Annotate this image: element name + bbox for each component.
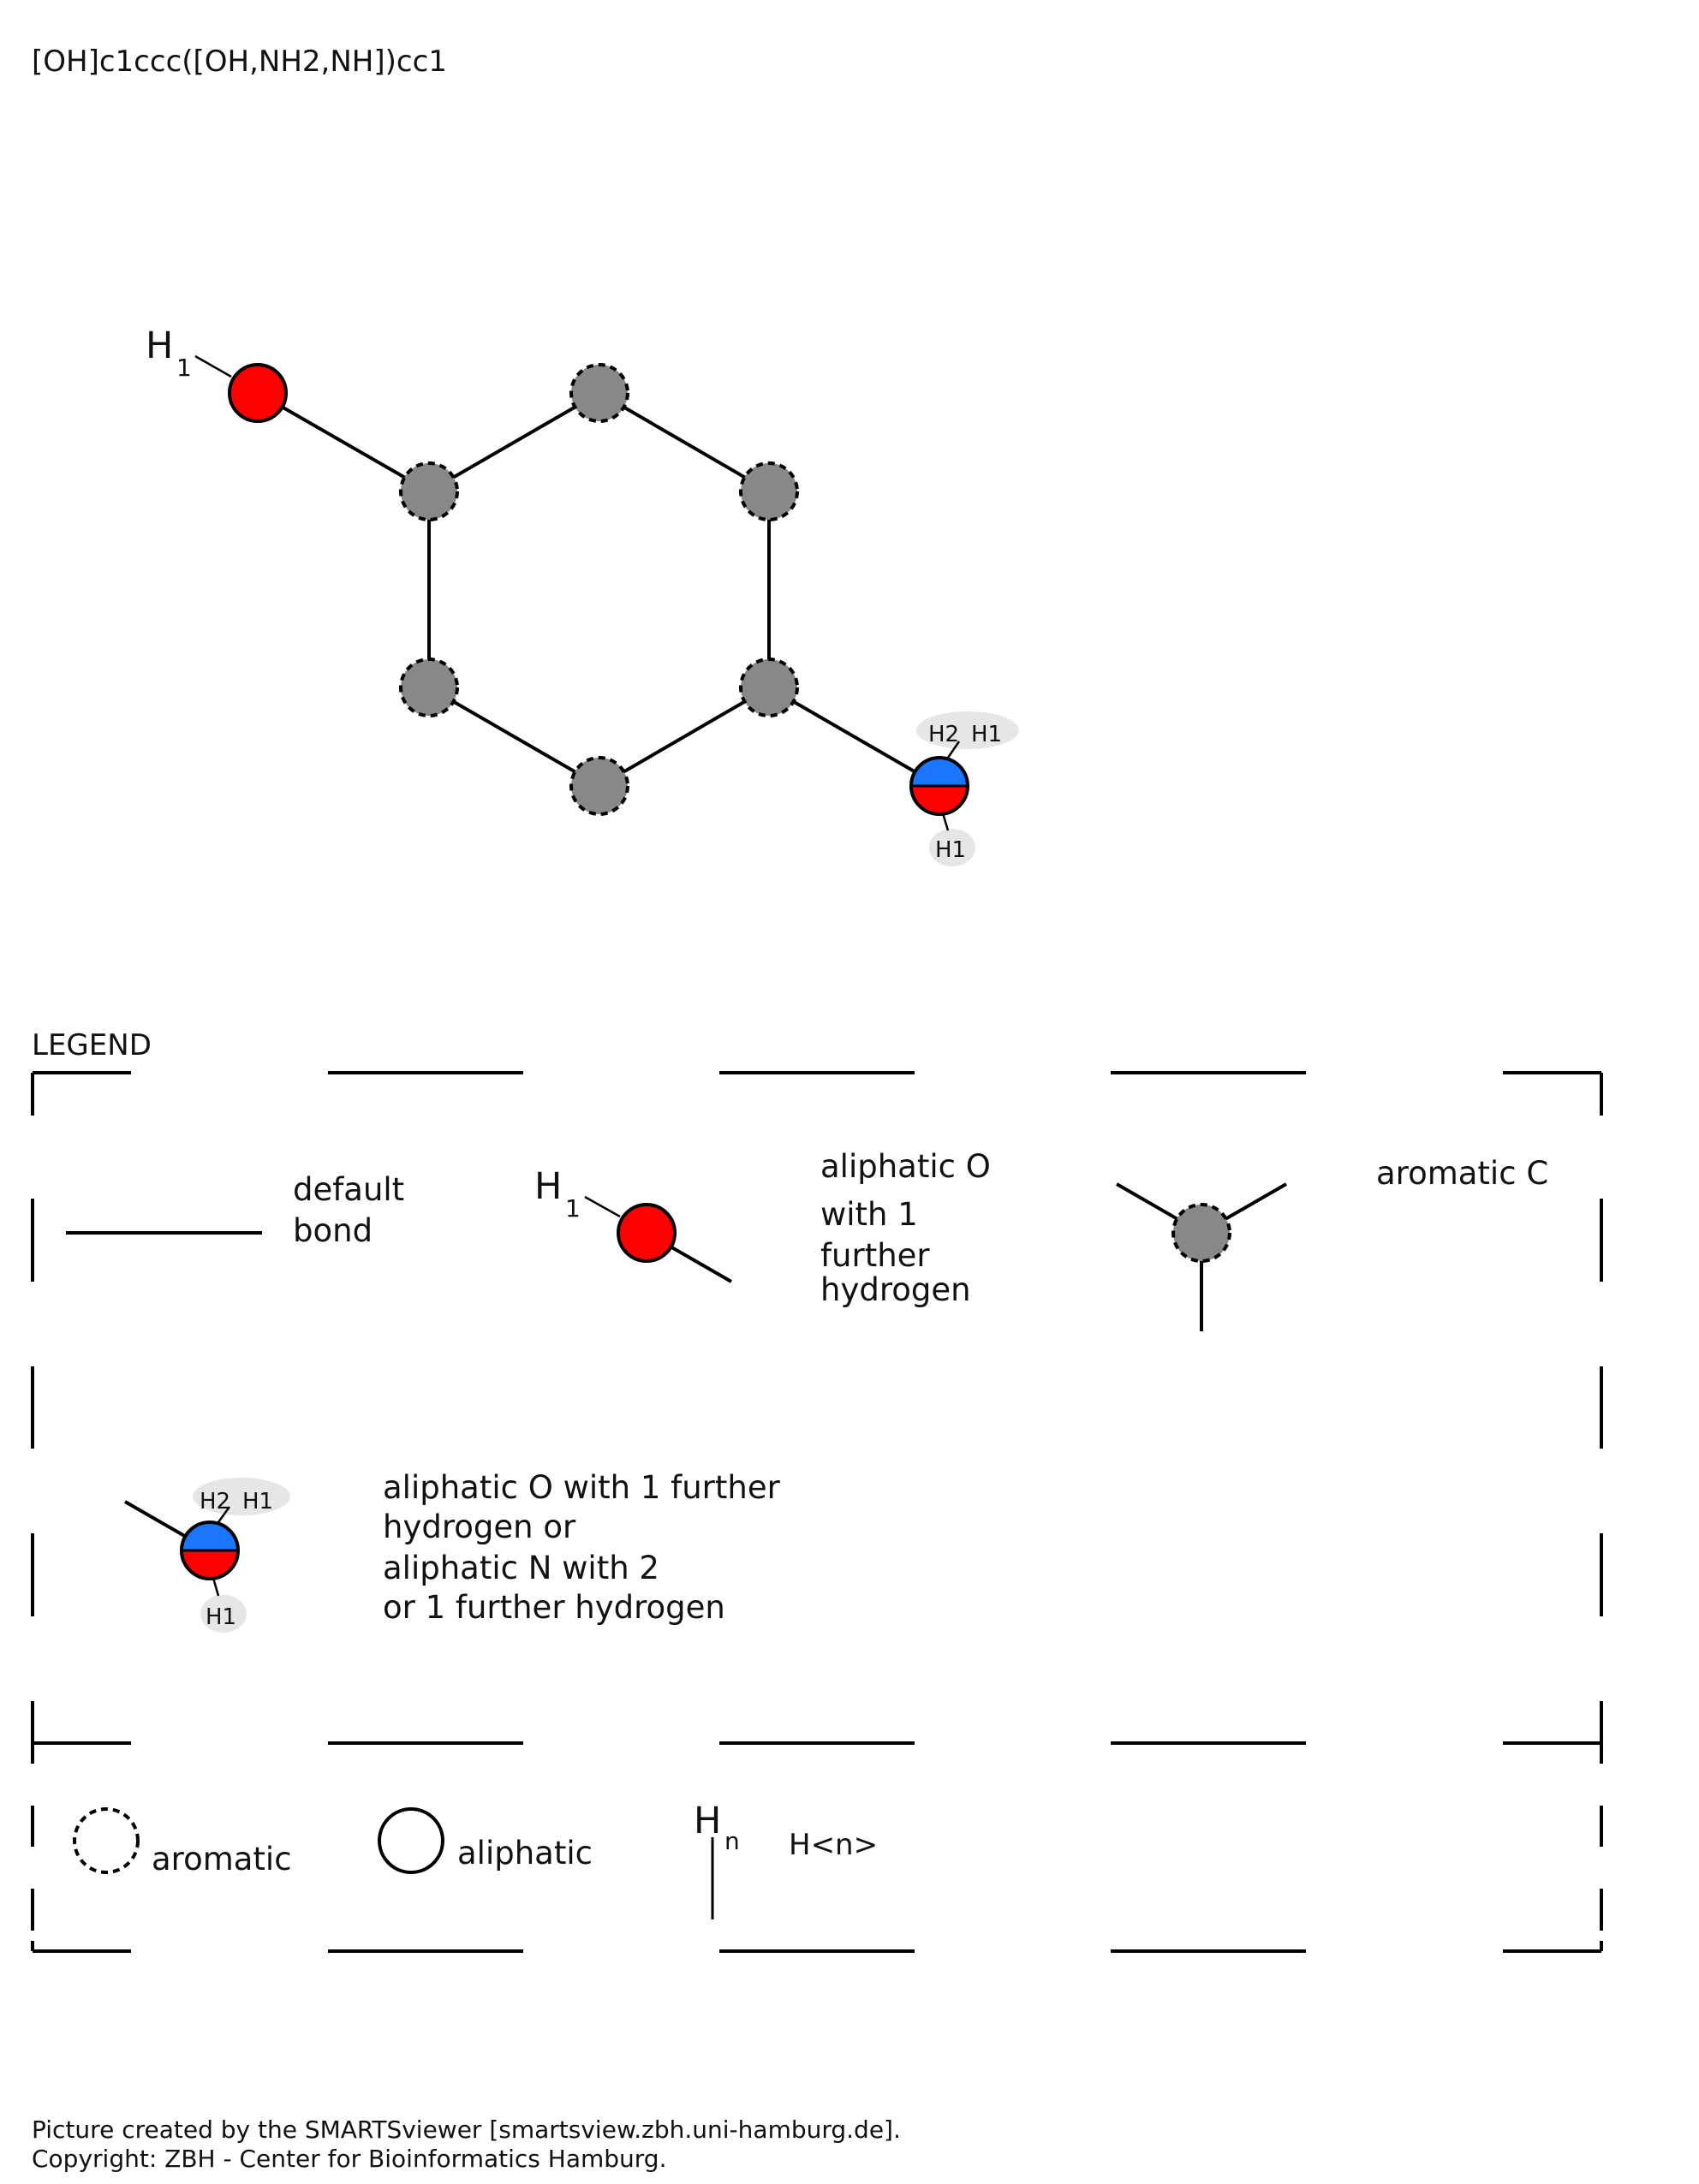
- legend-default-bond-label-2: bond: [293, 1212, 373, 1249]
- legend-aromatic-c-symbol: [1116, 1182, 1287, 1331]
- bond-c4-c5: [598, 686, 771, 788]
- alt-h-badge-top: [916, 711, 1019, 749]
- legend-hn-label: H<n>: [789, 1828, 878, 1862]
- legend-aromatic-c-label: aromatic C: [1376, 1155, 1548, 1192]
- legend-aliphatic-o-label-3: further: [820, 1237, 930, 1274]
- legend-alt-label-3: aliphatic N with 2: [383, 1550, 659, 1586]
- bond-c4-x: [767, 686, 941, 788]
- legend-aliphatic-o-label-4: hydrogen: [820, 1271, 971, 1308]
- legend-frame: [31, 1071, 1603, 1953]
- nitrogen-half: [911, 758, 968, 786]
- legend-hn-sub: n: [724, 1827, 740, 1855]
- smarts-string: [OH]c1ccc([OH,NH2,NH])cc1: [32, 45, 447, 79]
- alt-h-label-bottom: H1: [935, 837, 966, 863]
- alt-h-bond-bottom: [941, 812, 950, 831]
- aromatic-carbons: [399, 363, 799, 816]
- legend-o-h-count: 1: [565, 1194, 581, 1223]
- legend-aliphatic-label: aliphatic: [457, 1835, 593, 1872]
- legend-title: LEGEND: [32, 1028, 152, 1062]
- footer-credit: Picture created by the SMARTSviewer [sma…: [32, 2116, 901, 2144]
- legend-aliphatic-o-label-1: aliphatic O: [820, 1148, 991, 1185]
- legend-aliphatic-o-label-2: with 1: [820, 1196, 918, 1233]
- alt-atom-outline: [909, 756, 969, 816]
- legend-default-bond-label-1: default: [293, 1171, 404, 1208]
- alt-h-bond-top: [946, 741, 961, 759]
- legend-alt-atom-symbol: [124, 1478, 290, 1633]
- legend-alt-label-4: or 1 further hydrogen: [383, 1589, 725, 1626]
- hydroxyl-h-label: H: [146, 324, 173, 367]
- footer-copyright: Copyright: ZBH - Center for Bioinformati…: [32, 2145, 666, 2173]
- legend-alt-h-bottom: H1: [206, 1604, 236, 1630]
- carbon-atom-3: [739, 461, 799, 521]
- carbon-atom-6: [399, 658, 459, 717]
- bond-c1-c2: [427, 391, 601, 493]
- legend-alt-h-h2: H2: [200, 1489, 230, 1515]
- alt-h-label-h2: H2: [928, 722, 959, 747]
- legend-aliphatic-ring-symbol: [378, 1807, 444, 1874]
- legend-alt-h-h1: H1: [242, 1489, 273, 1515]
- carbon-atom-4: [739, 658, 799, 717]
- bond-o-c1: [257, 391, 430, 493]
- bond-c5-c6: [427, 686, 601, 788]
- bond-h-o: [194, 354, 232, 378]
- legend-alt-label-1: aliphatic O with 1 further: [383, 1469, 781, 1506]
- oxygen-atom: [228, 363, 288, 423]
- carbon-atom-2: [569, 363, 629, 423]
- oxygen-half: [911, 786, 968, 814]
- carbon-atom-1: [399, 461, 459, 521]
- legend-o-h-label: H: [534, 1165, 562, 1208]
- legend-aromatic-label: aromatic: [152, 1841, 292, 1878]
- hydroxyl-h-count: 1: [176, 354, 192, 382]
- alt-h-badge-bottom: [929, 829, 975, 866]
- legend-hn-symbol: H: [694, 1800, 721, 1842]
- legend-carbon-atom: [1171, 1203, 1231, 1263]
- alt-h-label-h1: H1: [971, 722, 1002, 747]
- alternative-atom-group: H2 H1 H1: [909, 711, 1019, 866]
- legend-oxygen-atom: [617, 1203, 677, 1263]
- legend-aliphatic-o-symbol: [584, 1195, 732, 1283]
- molecule: [194, 354, 941, 788]
- carbon-atom-5: [569, 756, 629, 816]
- legend-aromatic-ring-symbol: [73, 1807, 140, 1874]
- bond-c2-c3: [598, 391, 771, 493]
- legend-alt-label-2: hydrogen or: [383, 1509, 576, 1545]
